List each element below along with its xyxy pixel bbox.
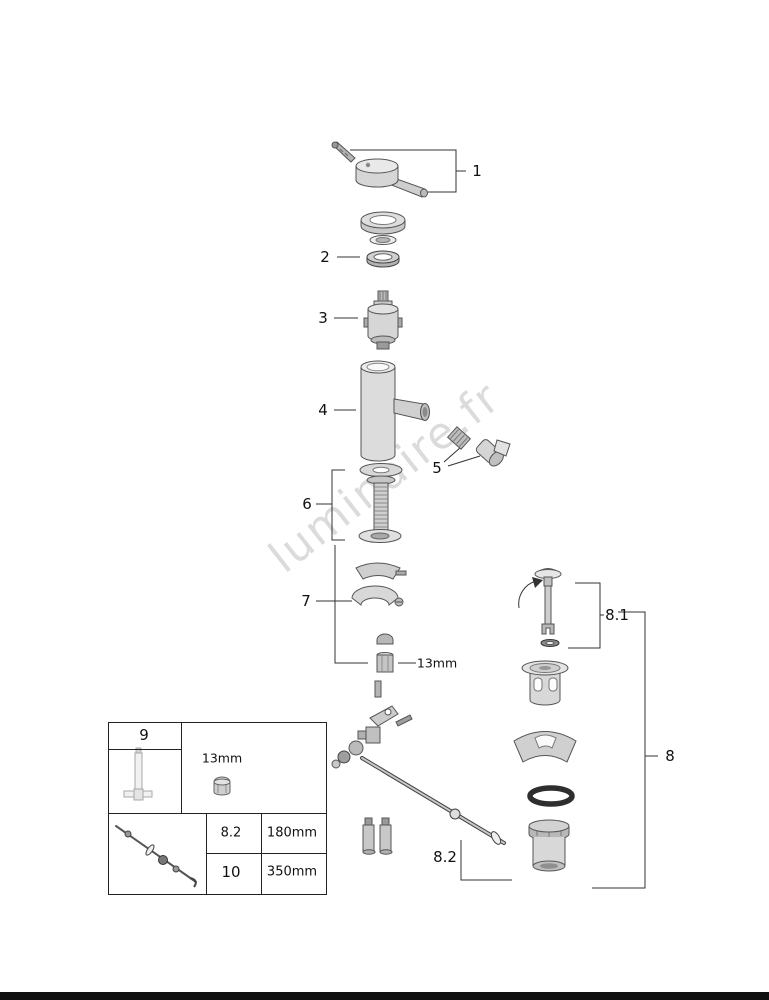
mounting-clamp — [351, 562, 407, 607]
callout-7: 7 — [301, 592, 311, 610]
table-line — [109, 749, 181, 750]
drain-body — [528, 819, 570, 872]
drain-clamp-saddle — [513, 731, 577, 763]
callout-6: 6 — [302, 495, 312, 513]
rotation-arrow — [518, 577, 543, 609]
callout-leader-lines — [316, 149, 658, 889]
callout-8-2: 8.2 — [433, 848, 457, 866]
table-tool-ref: 9 — [139, 726, 149, 744]
table-nut-size: 13mm — [201, 750, 243, 766]
popup-knob-assembly — [534, 568, 562, 647]
callout-4: 4 — [318, 401, 328, 419]
cartridge — [363, 290, 403, 350]
table-nut-drawing — [213, 776, 231, 796]
mounting-hardware — [374, 633, 394, 698]
table-line — [109, 813, 326, 814]
mounting-shank — [358, 463, 403, 543]
callout-3: 3 — [318, 309, 328, 327]
callout-8: 8 — [665, 747, 675, 765]
faucet-body — [360, 360, 430, 462]
footer-bar — [0, 992, 769, 1000]
drain-flange — [521, 660, 569, 706]
callout-8-1: 8.1 — [605, 606, 629, 624]
plug-parts — [362, 817, 393, 855]
table-line — [206, 853, 326, 854]
retaining-ring — [366, 250, 400, 268]
table-row-length: 350mm — [266, 864, 318, 880]
popup-horizontal-rod — [360, 756, 506, 845]
callout-5: 5 — [432, 459, 442, 477]
table-row-ref: 8.2 — [220, 825, 242, 841]
outlet-valve-set — [446, 426, 511, 467]
drain-oring — [527, 785, 575, 807]
nut-size-label: 13mm — [416, 655, 458, 671]
callout-1: 1 — [472, 162, 482, 180]
handle-screw — [331, 141, 356, 163]
parts-table — [108, 722, 327, 895]
handle-lever — [355, 158, 428, 198]
callout-2: 2 — [320, 248, 330, 266]
table-row-length: 180mm — [266, 825, 318, 841]
table-tool-drawing — [123, 747, 153, 801]
table-line — [181, 723, 182, 813]
escutcheon-cap — [360, 211, 406, 245]
linkage-assembly — [331, 705, 413, 769]
table-rod-drawing — [115, 825, 197, 888]
table-row-ref: 10 — [221, 863, 241, 881]
